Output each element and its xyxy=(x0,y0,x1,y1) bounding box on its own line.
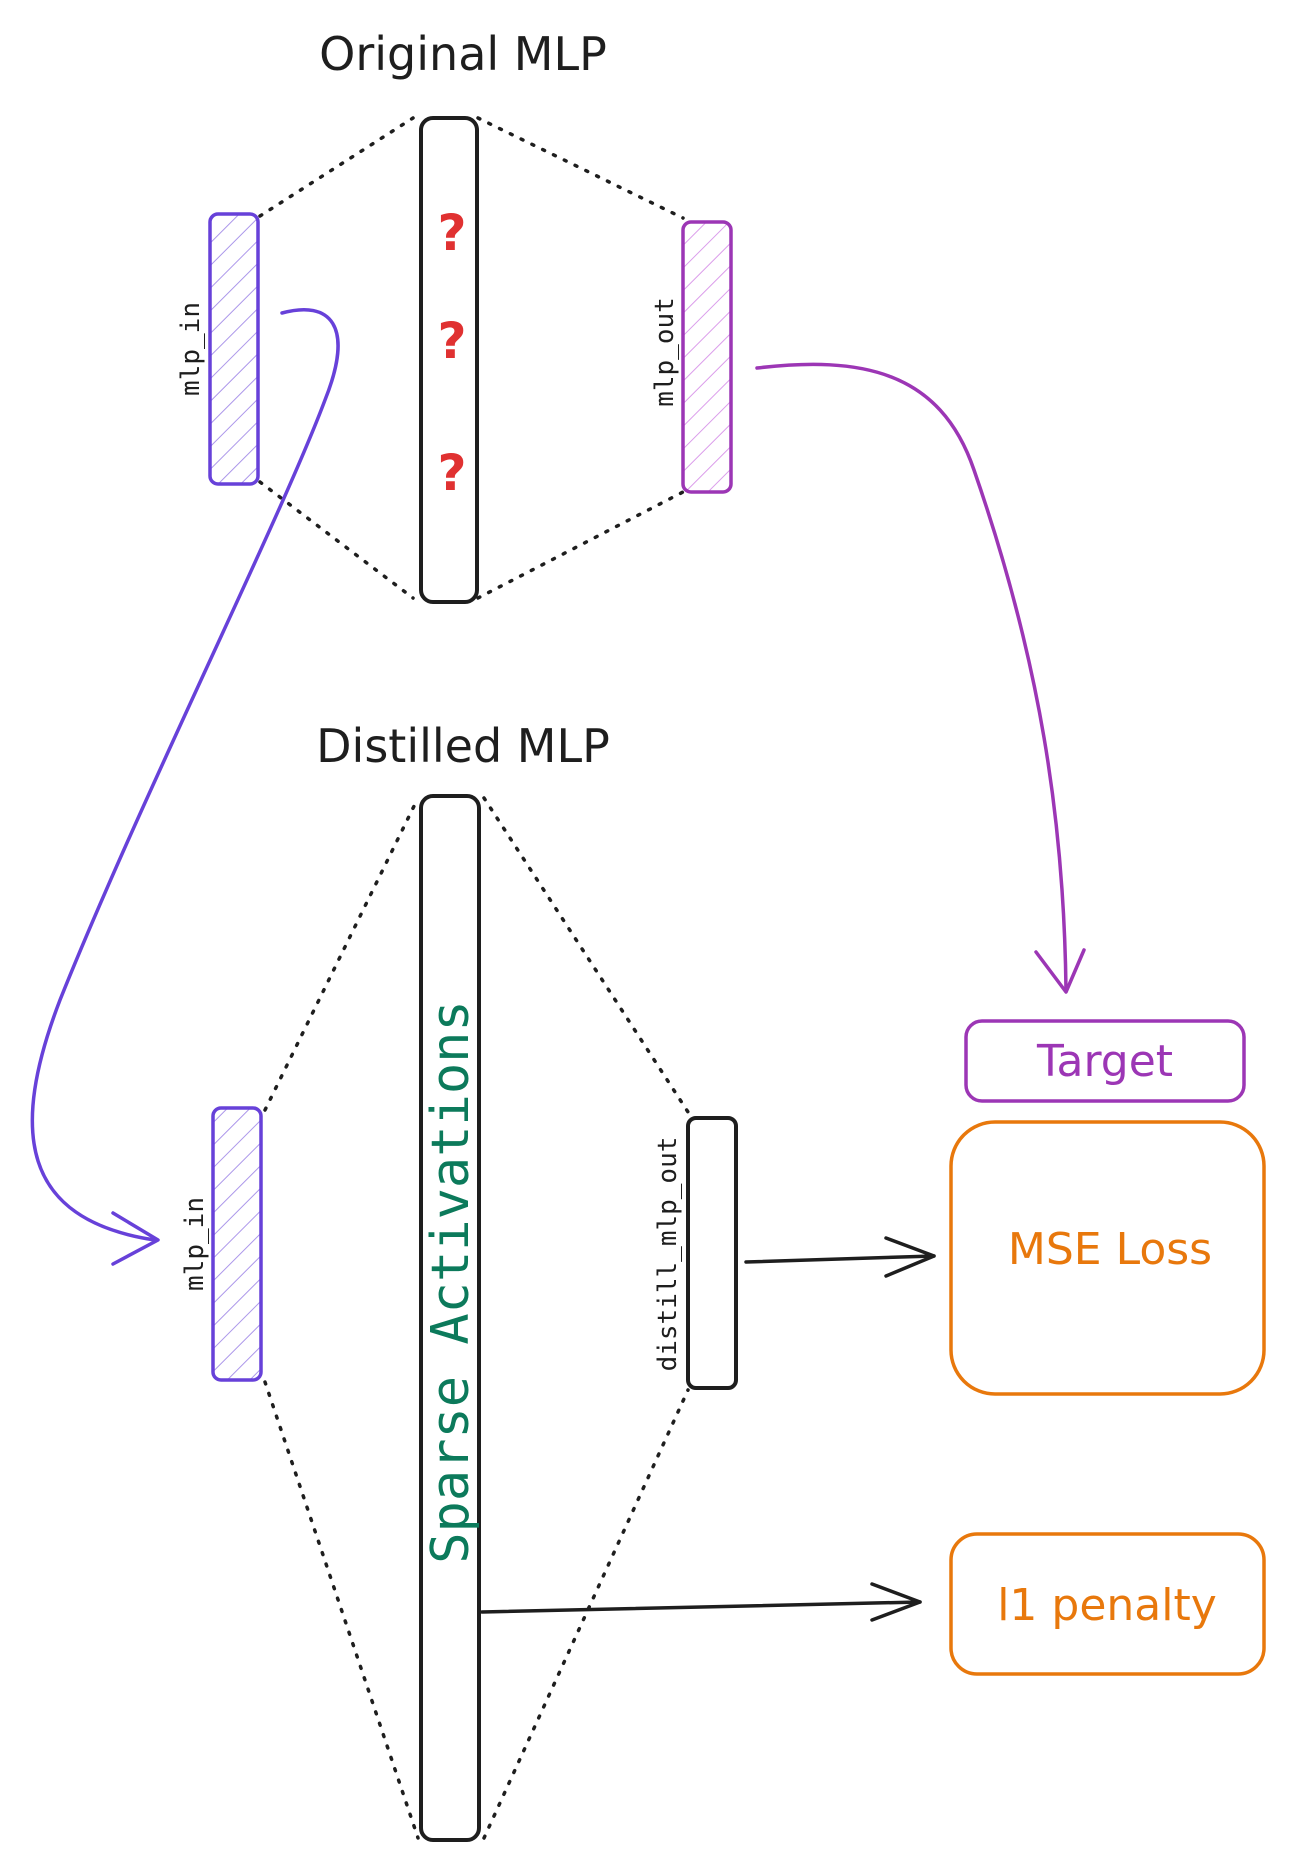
distilled-mlp-in-label: mlp_in xyxy=(180,1197,210,1291)
target-box xyxy=(964,1019,1246,1103)
original-mlp-in-box xyxy=(208,212,260,486)
distilled-mlp-title: Distilled MLP xyxy=(316,719,610,773)
original-connection-lines xyxy=(258,116,685,600)
original-mlp-title: Original MLP xyxy=(319,27,607,81)
distilled-connection-lines xyxy=(263,796,690,1840)
original-mlp-out-box xyxy=(681,220,733,494)
original-mlp-in-label: mlp_in xyxy=(176,302,206,396)
sparse-activations-layer xyxy=(419,794,481,1842)
l1-penalty-label: l1 penalty xyxy=(997,1580,1217,1631)
original-hidden-layer xyxy=(419,116,479,604)
mse-loss-box xyxy=(949,1120,1266,1396)
original-mlp-out-label: mlp_out xyxy=(650,297,680,407)
sparse-activations-label: Sparse Activations xyxy=(421,1000,481,1564)
target-label: Target xyxy=(1036,1036,1173,1087)
distill-mlp-out-box xyxy=(686,1116,738,1390)
mlp-in-copy-arrow xyxy=(30,307,340,1266)
distill-mlp-out-label: distill_mlp_out xyxy=(653,1137,683,1372)
output-to-mse-arrow xyxy=(744,1236,936,1278)
target-arrow xyxy=(755,362,1086,994)
l1-penalty-box xyxy=(949,1532,1266,1676)
question-mark: ? xyxy=(437,204,466,262)
distilled-mlp-in-box xyxy=(211,1106,263,1382)
question-mark: ? xyxy=(437,444,466,502)
mse-loss-label: MSE Loss xyxy=(1008,1224,1212,1275)
activations-to-l1-arrow xyxy=(480,1582,922,1622)
question-mark: ? xyxy=(437,312,466,370)
